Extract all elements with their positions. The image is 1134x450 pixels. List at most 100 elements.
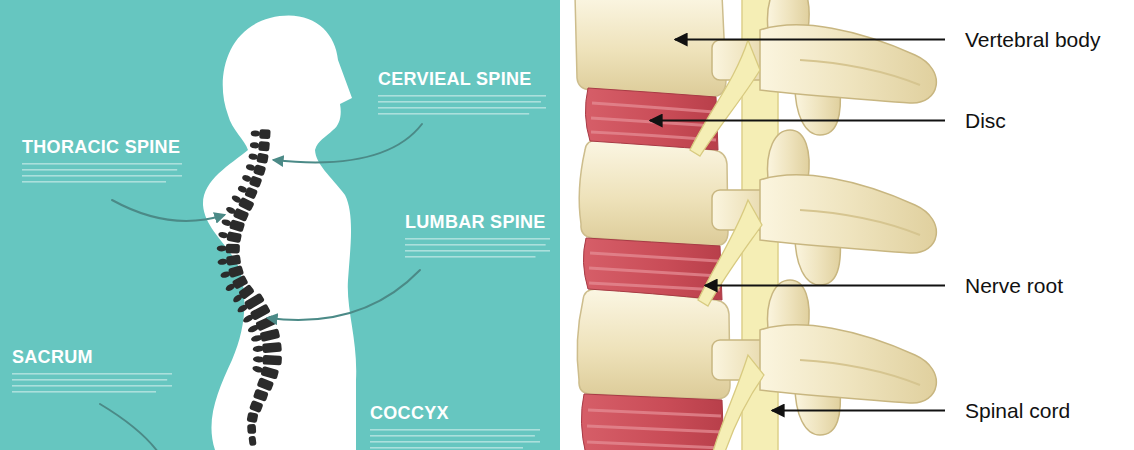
vertebra-icon [248,151,269,164]
nerve-root-shape [690,40,760,156]
teal-panel [0,0,560,450]
vertebral-process-shape [760,25,936,103]
vertebra-icon [260,328,281,342]
vertebra-icon [247,412,259,423]
vertebra-illustration [575,0,936,450]
vertebra-icon [241,174,252,183]
vertebral-process-shape [800,210,920,235]
vertebra-icon [226,254,241,265]
placeholder-lines [22,163,182,165]
disc-stripe [587,426,722,432]
vertebra-icon [220,270,231,279]
leader-arrow [650,120,945,122]
disc-stripe [589,268,719,276]
placeholder-lines [370,447,523,449]
vertebra-icon [242,313,255,324]
vertebra-icon [236,303,249,314]
region-heading: LUMBAR SPINE [405,213,546,231]
vertebra-icon [253,164,266,176]
pointer-arrow [100,404,158,450]
vertebra-icon [217,244,240,254]
region-heading: COCCYX [370,404,449,422]
placeholder-lines [22,175,182,177]
placeholder-lines [370,429,540,431]
vertebra-icon [257,377,275,391]
vertebra-icon [252,342,282,354]
placeholder-lines [22,169,177,171]
part-label: Vertebral body [965,29,1100,50]
placeholder-lines [12,391,156,393]
region-heading: SACRUM [12,348,93,366]
placeholder-lines [378,113,529,115]
pointer-arrow [100,124,422,450]
vertebra-icon [224,204,249,222]
vertebral-process-shape [800,60,920,85]
placeholder-lines [370,441,540,443]
nerve-root-shape [698,200,762,306]
nerve-root-shape [712,355,764,450]
part-label: Disc [965,110,1006,131]
vertebra-icon [247,412,259,423]
leader-arrow [772,410,945,412]
vertebra-icon [226,244,240,254]
vertebra-icon [250,142,260,149]
leader-arrow [705,285,945,287]
leader-arrow [675,39,945,41]
vertebra-icon [247,424,256,434]
vertebra-icon [220,217,245,233]
pointer-arrow [274,124,422,162]
vertebra-icon [225,282,237,292]
vertebra-icon [259,129,271,139]
vertebra-icon [247,324,260,334]
nerve-root-shape [690,40,764,450]
vertebra-icon [244,186,258,199]
placeholder-lines [405,256,536,258]
vertebra-icon [248,153,258,161]
body-silhouette [203,16,356,450]
disc-stripe [590,253,718,261]
vertebral-process-shape [712,280,936,435]
disc-shape [583,238,722,300]
vertebra-icon [248,436,256,446]
vertebral-process-shape [760,325,936,403]
vertebral-body-shape [575,0,730,399]
vertebra-icon [251,363,279,379]
vertebra-icon [262,342,282,353]
vertebra-icon [217,258,228,265]
part-label: Spinal cord [965,400,1070,421]
vertebra-icon [253,389,269,402]
vertebra-icon [241,172,263,188]
vertebra-icon [221,218,233,227]
placeholder-lines [370,435,535,437]
vertebra-icon [262,355,282,366]
vertebra-icon [256,153,268,164]
vertebra-icon [217,245,227,251]
vertebral-process-shape [767,130,809,180]
placeholder-lines [378,95,546,97]
placeholder-lines [12,373,172,375]
placeholder-lines [12,95,550,449]
disc-stripe [587,442,722,448]
disc-stripe [589,283,720,290]
vertebra-icon [247,424,256,434]
placeholder-lines [378,107,546,109]
vertebra-icon [232,293,244,304]
placeholder-lines [12,385,172,387]
vertebra-icon [225,206,237,216]
disc-shape [581,394,724,450]
vertebra-icon [258,141,270,151]
vertebra-icon [251,130,261,137]
vertebral-body-shape [575,0,726,97]
region-heading: THORACIC SPINE [22,138,180,156]
disc-stripe [587,103,722,448]
placeholder-lines [12,379,167,381]
part-label: Nerve root [965,275,1063,296]
vertebra-icon [250,140,270,151]
vertebral-process-shape [800,360,920,385]
vertebra-icon [229,219,245,232]
vertebra-icon [249,400,264,413]
vertebral-body-shape [579,140,728,246]
vertebra-icon [231,194,243,204]
